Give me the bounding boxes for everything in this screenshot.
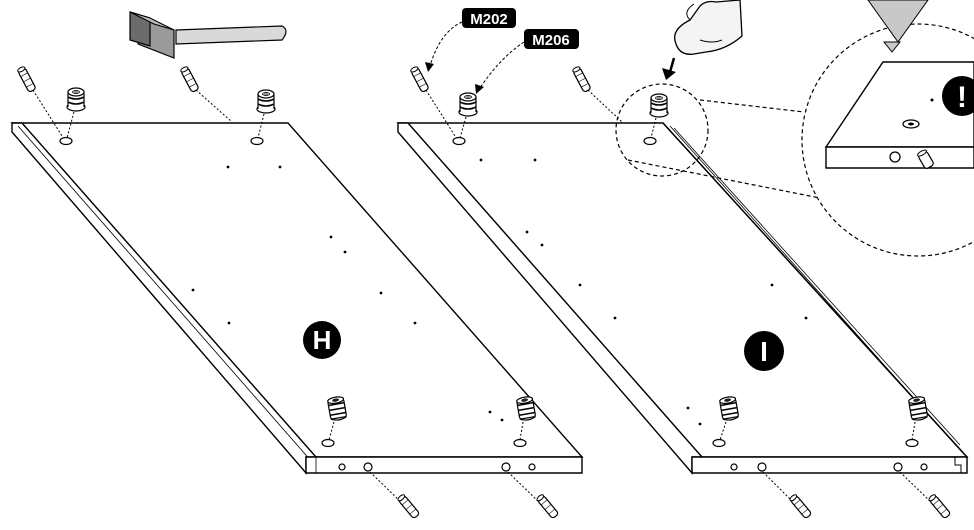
dowel-icon <box>16 65 200 94</box>
panel-h-label: H <box>313 325 332 355</box>
down-arrow-icon <box>867 0 929 53</box>
dowel-icon <box>917 149 934 169</box>
down-arrow-icon <box>662 57 676 80</box>
edge-hole <box>338 462 536 472</box>
svg-text:M202: M202 <box>470 11 508 28</box>
panel-i-label: I <box>760 336 768 367</box>
part-label-m206: M206 <box>524 29 579 49</box>
warning-icon: ! <box>942 76 974 116</box>
pointing-hand-icon <box>673 0 743 55</box>
panel-h: H <box>10 11 584 520</box>
svg-text:M206: M206 <box>532 32 570 49</box>
hammer-icon <box>129 11 287 59</box>
cam-lock-icon <box>458 92 669 118</box>
panel-i-badge: I <box>744 331 784 371</box>
panel-i: I M202 <box>396 0 969 520</box>
dowel-icon <box>409 65 592 94</box>
part-label-m202: M202 <box>462 8 516 28</box>
panel-h-badge: H <box>303 321 341 359</box>
svg-text:!: ! <box>957 81 967 114</box>
cam-lock-icon <box>66 87 276 114</box>
edge-hole <box>730 462 928 472</box>
detail-callout: ! <box>627 0 974 257</box>
